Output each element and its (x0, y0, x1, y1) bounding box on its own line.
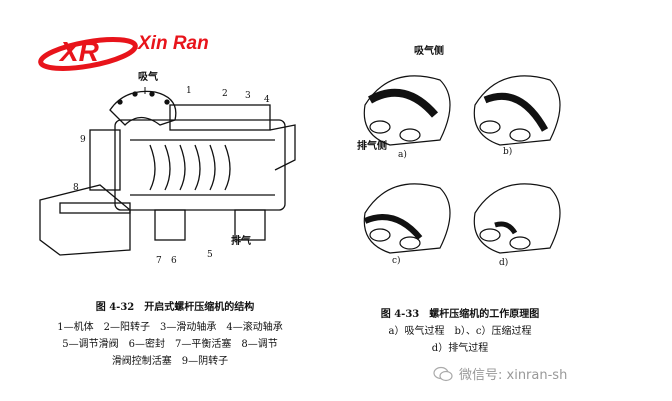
callout-2: 2 (222, 89, 228, 99)
legend-line: a）吸气过程 b）、c）压缩过程 (388, 326, 532, 337)
callout-7: 7 (156, 256, 162, 266)
legend-line: 1—机体 2—阳转子 3—滑动轴承 4—滚动轴承 (57, 322, 283, 333)
exhaust-label: 排气 (231, 236, 251, 247)
legend-line: 5—调节滑阀 6—密封 7—平衡活塞 8—调节 (62, 339, 278, 350)
intake-label: 吸气 (138, 72, 158, 83)
panel-d-label: d) (499, 258, 509, 268)
working-principle-drawings (363, 75, 561, 254)
callout-3: 3 (245, 91, 251, 101)
wechat-icon (433, 366, 453, 381)
xinran-logo: XR (38, 36, 138, 71)
compressor-structure-drawing (39, 87, 296, 256)
panel-a-label: a) (398, 150, 407, 160)
watermark: 微信号: xinran-sh (433, 364, 567, 383)
callout-6: 6 (171, 256, 177, 266)
svg-text:XR: XR (58, 36, 100, 67)
callout-4: 4 (264, 95, 270, 105)
suction-side-label: 吸气侧 (414, 46, 444, 57)
callout-5: 5 (207, 250, 213, 260)
panel-c-label: c) (392, 256, 401, 266)
legend-line: d）排气过程 (431, 343, 489, 354)
legend-line: 滑阀控制活塞 9—阴转子 (111, 356, 229, 367)
watermark-text: 微信号: xinran-sh (459, 368, 568, 383)
panel-b-label: b) (503, 147, 513, 157)
figure-4-33-caption: 图 4-33 螺杆压缩机的工作原理图 (380, 309, 540, 320)
discharge-side-label: 排气侧 (357, 141, 387, 152)
logo-name: Xin Ran (138, 33, 209, 54)
callout-9: 9 (80, 135, 86, 145)
callout-8: 8 (73, 183, 79, 193)
figure-4-32-caption: 图 4-32 开启式螺杆压缩机的结构 (95, 302, 255, 313)
callout-1: 1 (186, 86, 192, 96)
